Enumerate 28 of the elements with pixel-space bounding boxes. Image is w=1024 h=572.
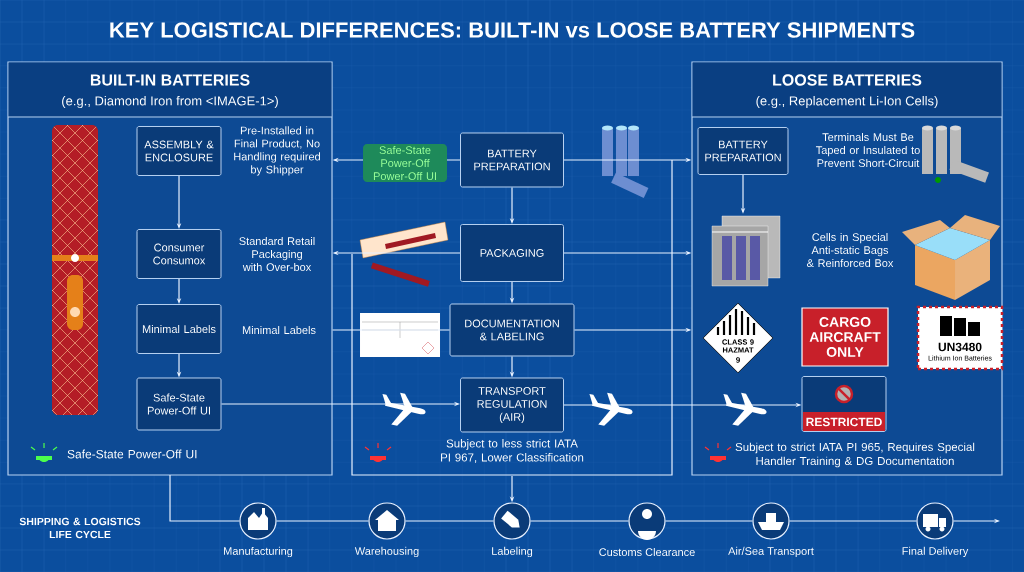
node-label: Labeling — [492, 546, 533, 558]
side-note: Pre-Installed in Final Product, No Handling required by Shipper — [234, 126, 320, 176]
edge-label: Safe-State Power-Off Power-Off UI — [363, 143, 447, 183]
process-box: DOCUMENTATION & LABELING — [449, 303, 575, 357]
node-label: Air/Sea Transport — [728, 546, 814, 558]
warning-sign: CARGO AIRCRAFT ONLY — [801, 307, 889, 367]
process-box: ASSEMBLY & ENCLOSURE — [136, 126, 222, 176]
process-box: Safe-State Power-Off UI — [136, 377, 222, 431]
node-label: Customs Clearance — [599, 547, 695, 557]
process-box: TRANSPORT REGULATION (AIR) — [460, 377, 564, 433]
side-note: Minimal Labels — [242, 325, 316, 335]
process-box: Minimal Labels — [136, 304, 222, 354]
side-note: Standard Retail Packaging with Over-box — [239, 236, 315, 272]
process-box: BATTERY PREPARATION — [697, 127, 789, 175]
node-label: Final Delivery — [902, 546, 969, 558]
note-text: Subject to strict IATA PI 965, Requires Special Handler Training & DG Documentation — [735, 442, 975, 468]
antistatic-bag-drawing — [711, 215, 781, 287]
title: KEY LOGISTICAL DIFFERENCES: BUILT-IN vs LOOSE BATTERY SHIPMENTS — [110, 22, 915, 38]
restricted-sign: RESTRICTED — [801, 376, 887, 432]
process-box: PACKAGING — [460, 224, 564, 282]
status-text: Safe-State Power-Off UI — [67, 449, 197, 459]
node-label: Warehousing — [354, 546, 419, 558]
side-note: Terminals Must Be Taped or Insulated to Prevent Short-Circuit — [815, 132, 920, 168]
process-box: BATTERY PREPARATION — [460, 132, 564, 188]
note-text: Cells in Special Anti-static Bags & Reinforced Box — [807, 232, 894, 268]
section-label: SHIPPING & LOGISTICS LIFE CYCLE — [19, 517, 141, 539]
node-label: Manufacturing — [224, 546, 293, 558]
process-box: Consumer Consumox — [136, 229, 222, 279]
